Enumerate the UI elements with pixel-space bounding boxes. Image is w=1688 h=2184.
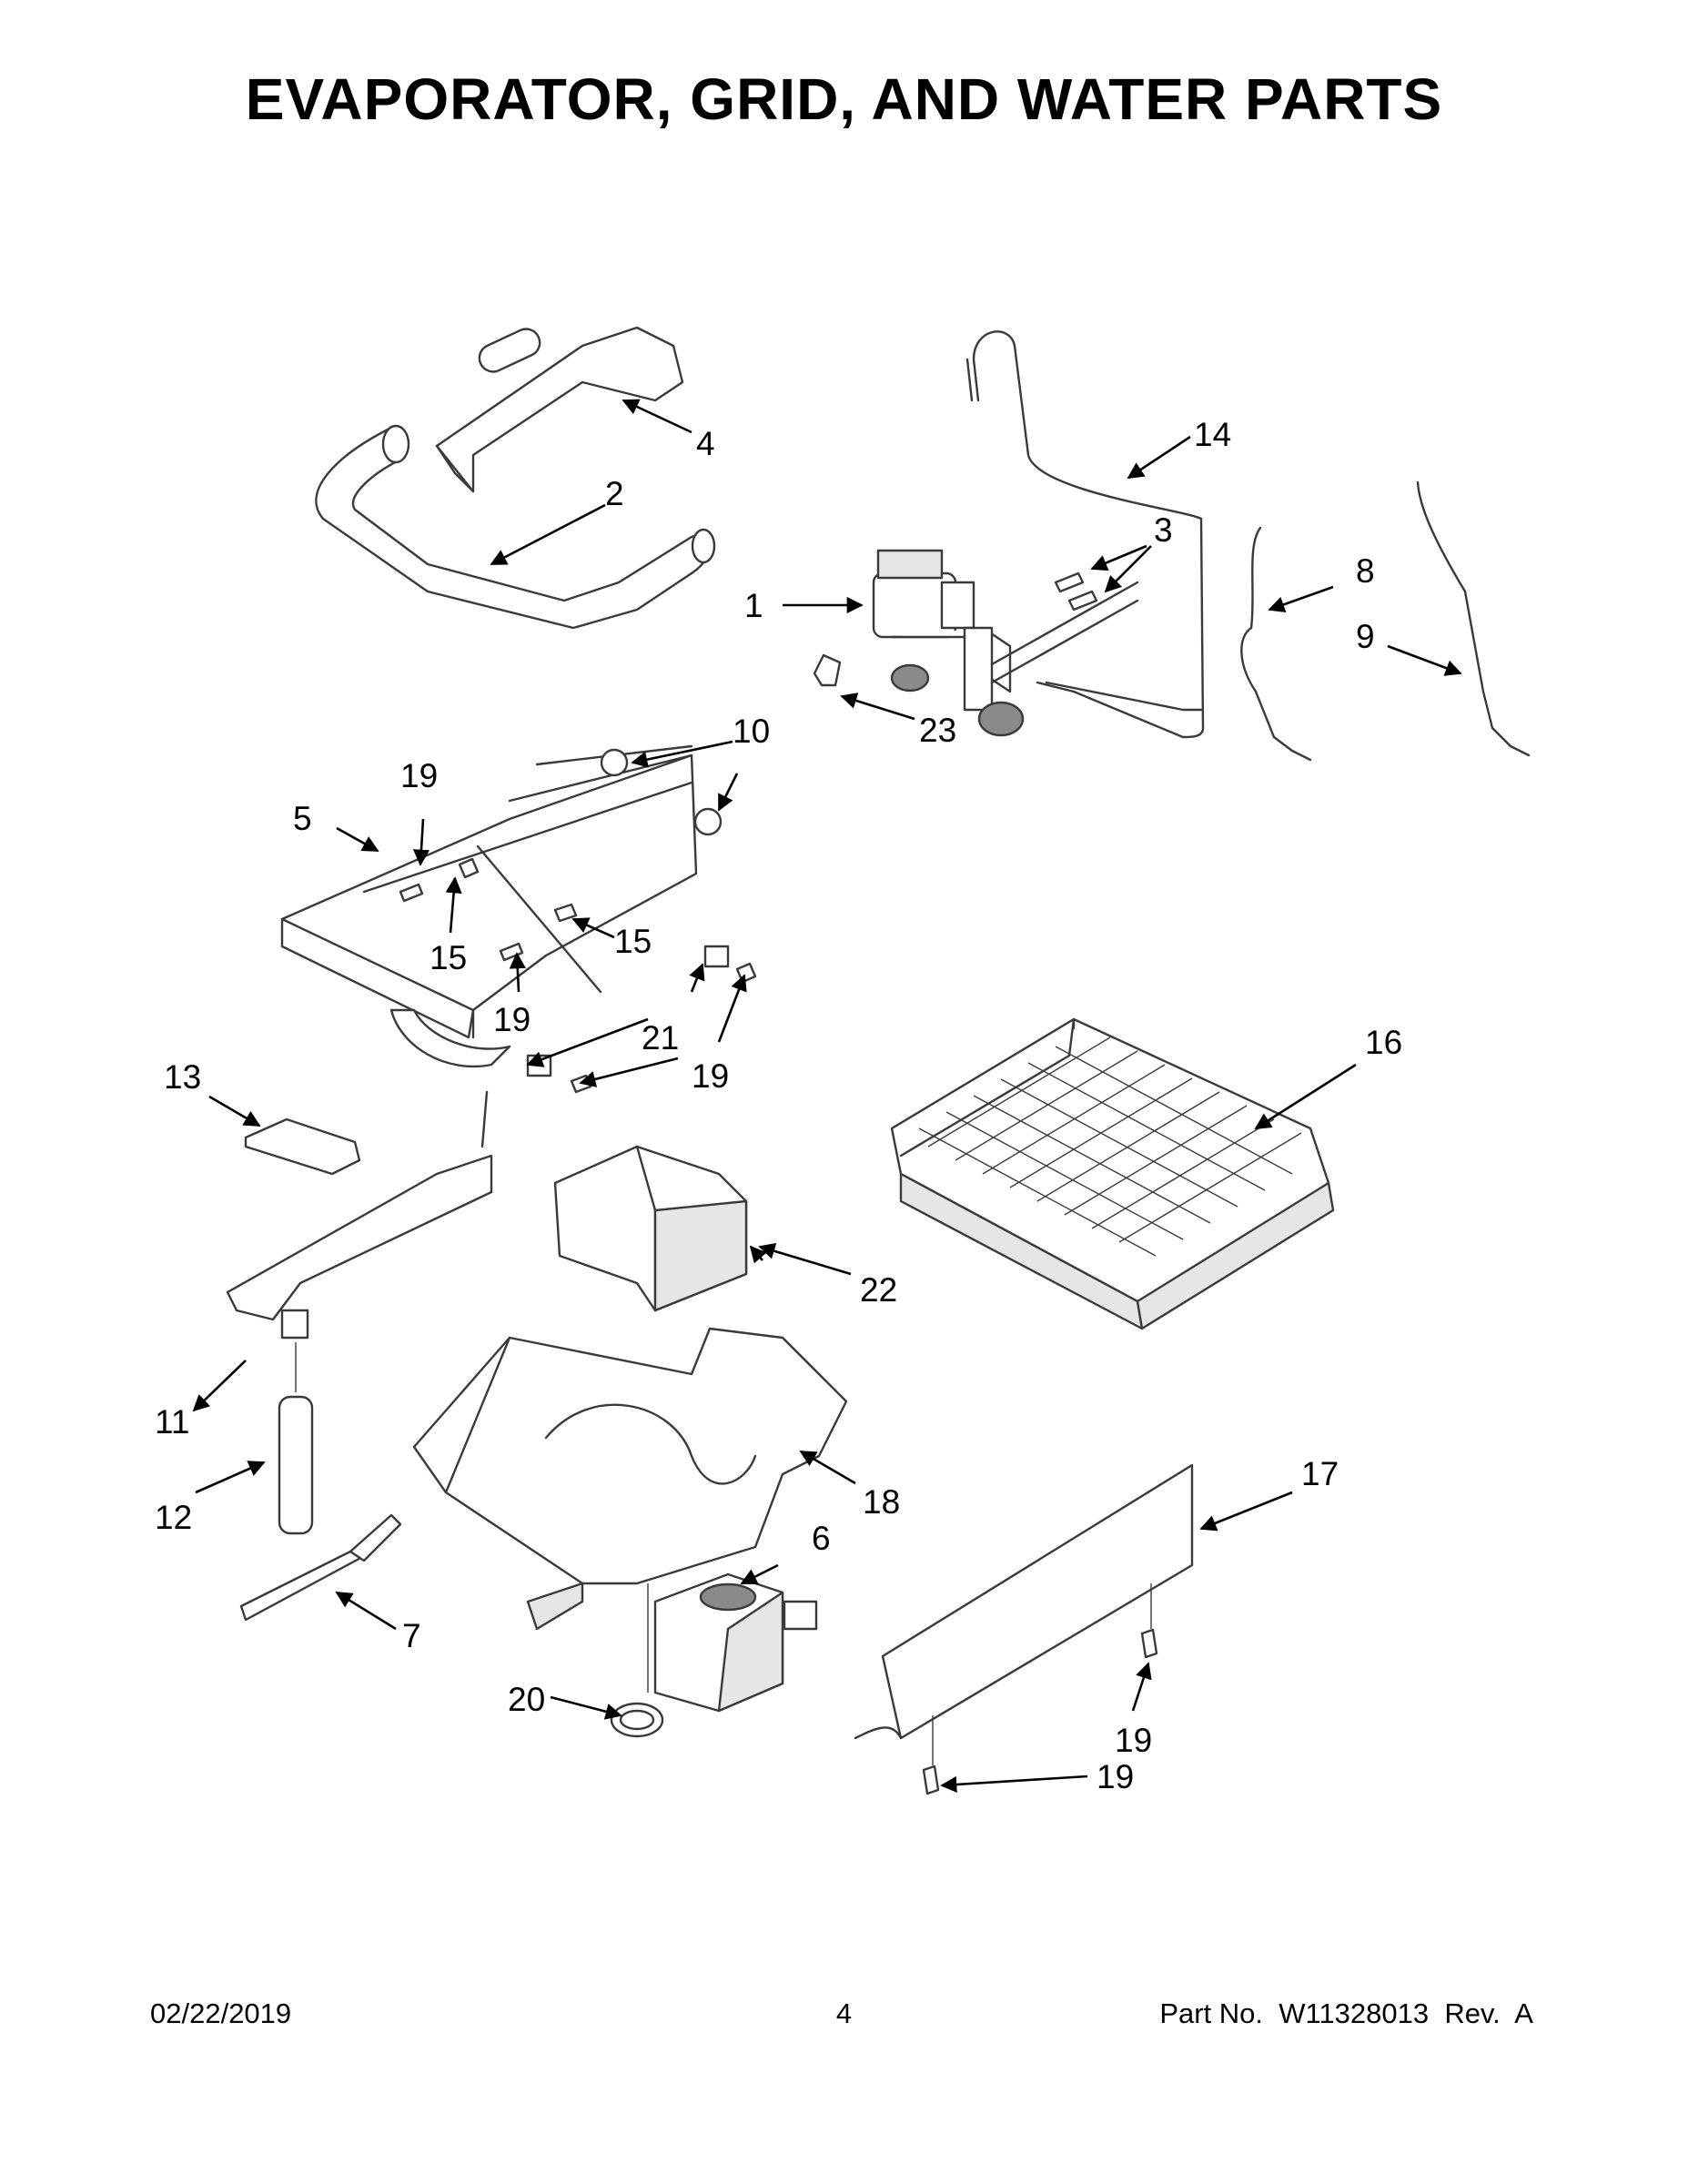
- footer-page-number: 4: [835, 1997, 853, 2029]
- callout-5: 5: [293, 800, 312, 837]
- tube-part-inner: [965, 358, 974, 402]
- callout-19b: 19: [493, 1001, 531, 1038]
- callout-22: 22: [860, 1271, 897, 1309]
- callout-14: 14: [1194, 416, 1231, 453]
- callout-11: 11: [155, 1403, 189, 1441]
- callout-1: 1: [744, 587, 763, 624]
- ring-part-inner: [619, 1709, 655, 1731]
- callout-3: 3: [1154, 511, 1173, 549]
- fill-tube-part: [315, 424, 716, 630]
- callout-20: 20: [508, 1681, 545, 1718]
- callout-15b: 15: [614, 923, 652, 960]
- footer-date: 02/22/2019: [150, 1997, 292, 2029]
- callout-18: 18: [863, 1483, 900, 1521]
- cover-part: [553, 1145, 748, 1312]
- tube-8-part: [1240, 526, 1312, 762]
- callout-2: 2: [605, 475, 624, 512]
- ring-part: [610, 1702, 664, 1738]
- small-bracket-part: [244, 1117, 361, 1176]
- callout-16: 16: [1365, 1024, 1402, 1061]
- grommet-part: [600, 748, 629, 777]
- screw-part: [922, 1764, 940, 1795]
- drain-tube-part: [239, 1545, 366, 1622]
- leader-arrows: [192, 399, 1462, 1794]
- callout-15a: 15: [430, 939, 467, 976]
- callout-17: 17: [1301, 1455, 1339, 1492]
- drain-tube-elbow: [349, 1513, 402, 1562]
- callout-12: 12: [155, 1499, 192, 1536]
- pump-part: [653, 1572, 818, 1713]
- water-valve-part: [872, 549, 1203, 737]
- callout-19d: 19: [1115, 1722, 1152, 1759]
- callout-labels: 1 2 3 4 5 6 7 8 9 10 11 12 13 14 15 15 1…: [155, 416, 1402, 1795]
- callout-19c: 19: [692, 1057, 729, 1095]
- clip-part: [813, 653, 842, 687]
- ice-pan-part: [412, 1327, 848, 1631]
- callout-8: 8: [1356, 552, 1375, 590]
- water-trough-part: [226, 1090, 493, 1340]
- callout-9: 9: [1356, 618, 1375, 655]
- callout-10: 10: [733, 713, 770, 750]
- fill-cup-part: [435, 326, 684, 493]
- footer-part-number: Part No. W11328013 Rev. A: [1159, 1997, 1533, 2029]
- callout-19e: 19: [1097, 1758, 1134, 1795]
- tube-part: [972, 330, 1205, 739]
- page-title: EVAPORATOR, GRID, AND WATER PARTS: [245, 66, 1443, 132]
- callout-7: 7: [402, 1617, 421, 1654]
- callout-6: 6: [812, 1520, 831, 1557]
- screw-part: [1140, 1628, 1158, 1659]
- valve-screws-part: [1054, 571, 1098, 612]
- panel-part: [854, 1463, 1194, 1740]
- callout-23: 23: [919, 712, 956, 749]
- callout-13: 13: [164, 1058, 201, 1096]
- alignment-lines: [295, 1342, 1152, 1765]
- callout-19a: 19: [400, 757, 438, 794]
- evaporator-grid-part: [890, 1017, 1335, 1330]
- tube-9-part: [1416, 480, 1531, 757]
- grommet-part: [693, 807, 723, 836]
- callout-4: 4: [696, 425, 715, 462]
- callout-21: 21: [642, 1019, 679, 1057]
- water-tube-part: [278, 1395, 314, 1535]
- bracket-frame-part: [280, 744, 730, 1077]
